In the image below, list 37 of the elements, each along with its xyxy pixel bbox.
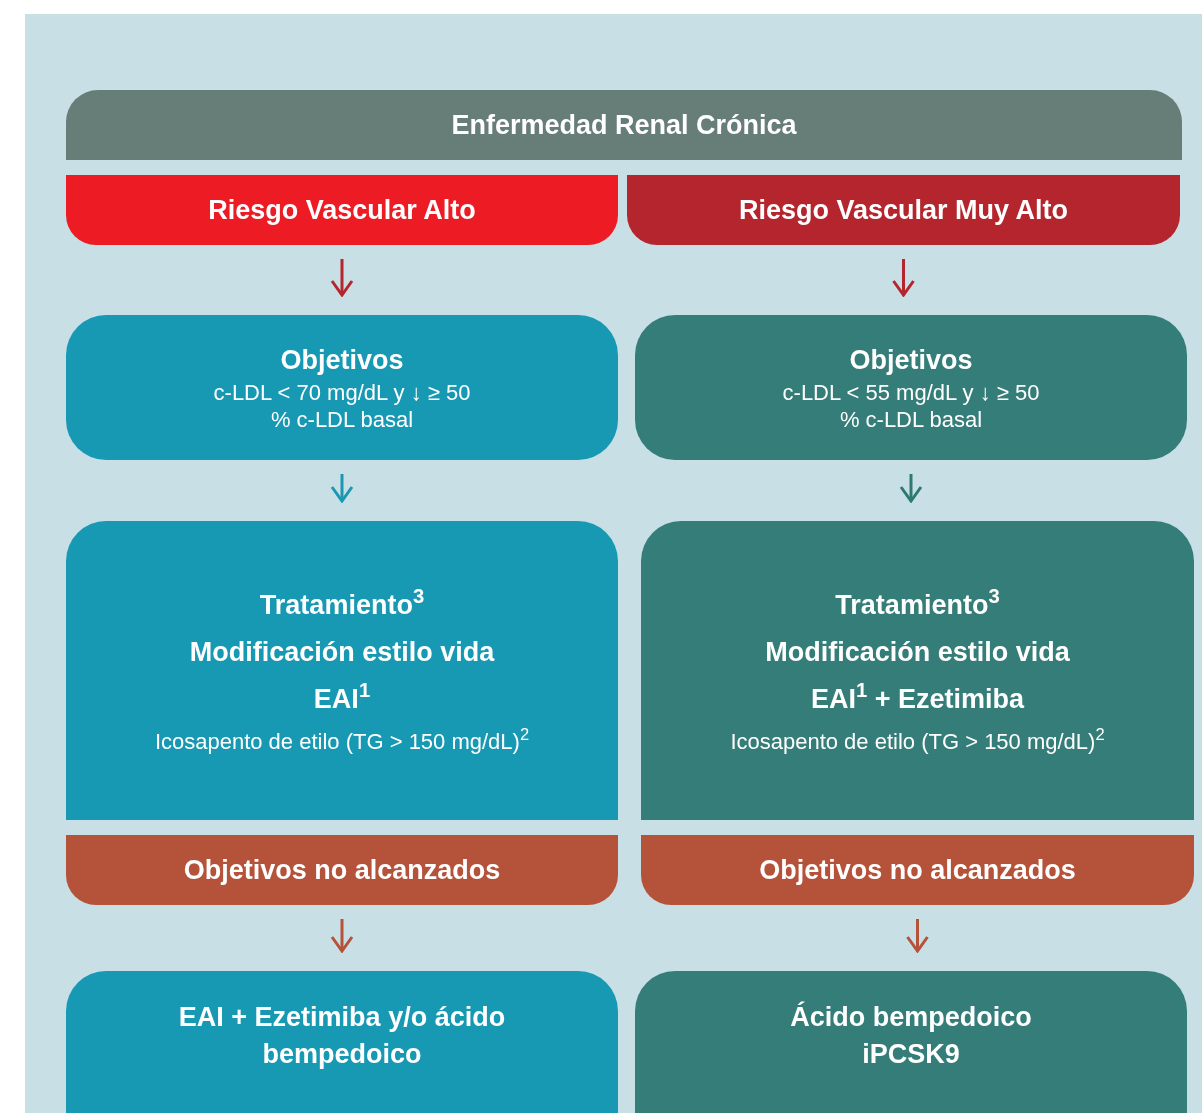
heading-text: Modificación estilo vida — [189, 635, 495, 669]
heading-text: EAI + Ezetimiba y/o ácido bempedoico — [177, 1001, 507, 1071]
heading-text: Objetivos no alcanzados — [183, 853, 501, 887]
therapy-box — [66, 971, 618, 1113]
arrow — [330, 474, 354, 503]
heading-text: EAI$^{1}$ — [313, 680, 371, 716]
heading-text: Objetivos no alcanzados — [759, 853, 1076, 887]
body-text: Icosapento de etilo (TG > 150 mg/dL)$^{2}$ — [154, 727, 530, 755]
heading-text: iPCSK9 — [862, 1038, 960, 1071]
heading-text: Modificación estilo vida — [765, 635, 1070, 669]
arrow — [892, 259, 915, 297]
heading-text: Objetivos — [849, 344, 973, 377]
goal-box — [66, 315, 618, 460]
status-band — [641, 835, 1194, 905]
risk-band — [66, 175, 618, 245]
heading-text: Objetivos — [280, 344, 404, 377]
body-text: Icosapento de etilo (TG > 150 mg/dL)$^{2}$ — [730, 727, 1105, 755]
heading-text: Tratamiento$^{3}$ — [835, 586, 1000, 622]
body-text: c-LDL < 70 mg/dL y ↓ ≥ 50 % c-LDL basal — [212, 379, 472, 433]
status-band — [66, 835, 618, 905]
arrow — [899, 474, 923, 503]
heading-text: Enfermedad Renal Crónica — [451, 108, 797, 142]
risk-band — [627, 175, 1180, 245]
treatment-box — [66, 521, 618, 820]
heading-text: EAI$^{1}$ + Ezetimiba — [810, 680, 1025, 716]
header-band — [66, 90, 1182, 160]
heading-text: Riesgo Vascular Alto — [208, 193, 476, 227]
heading-text: Ácido bempedoico — [790, 1000, 1032, 1034]
arrow — [906, 919, 929, 953]
heading-text: Riesgo Vascular Muy Alto — [738, 193, 1069, 227]
arrow — [330, 919, 354, 953]
heading-text: Tratamiento$^{3}$ — [259, 586, 425, 622]
goal-box — [635, 315, 1187, 460]
treatment-box — [641, 521, 1194, 820]
therapy-box — [635, 971, 1187, 1113]
arrow — [330, 259, 354, 297]
body-text: c-LDL < 55 mg/dL y ↓ ≥ 50 % c-LDL basal — [781, 379, 1041, 433]
